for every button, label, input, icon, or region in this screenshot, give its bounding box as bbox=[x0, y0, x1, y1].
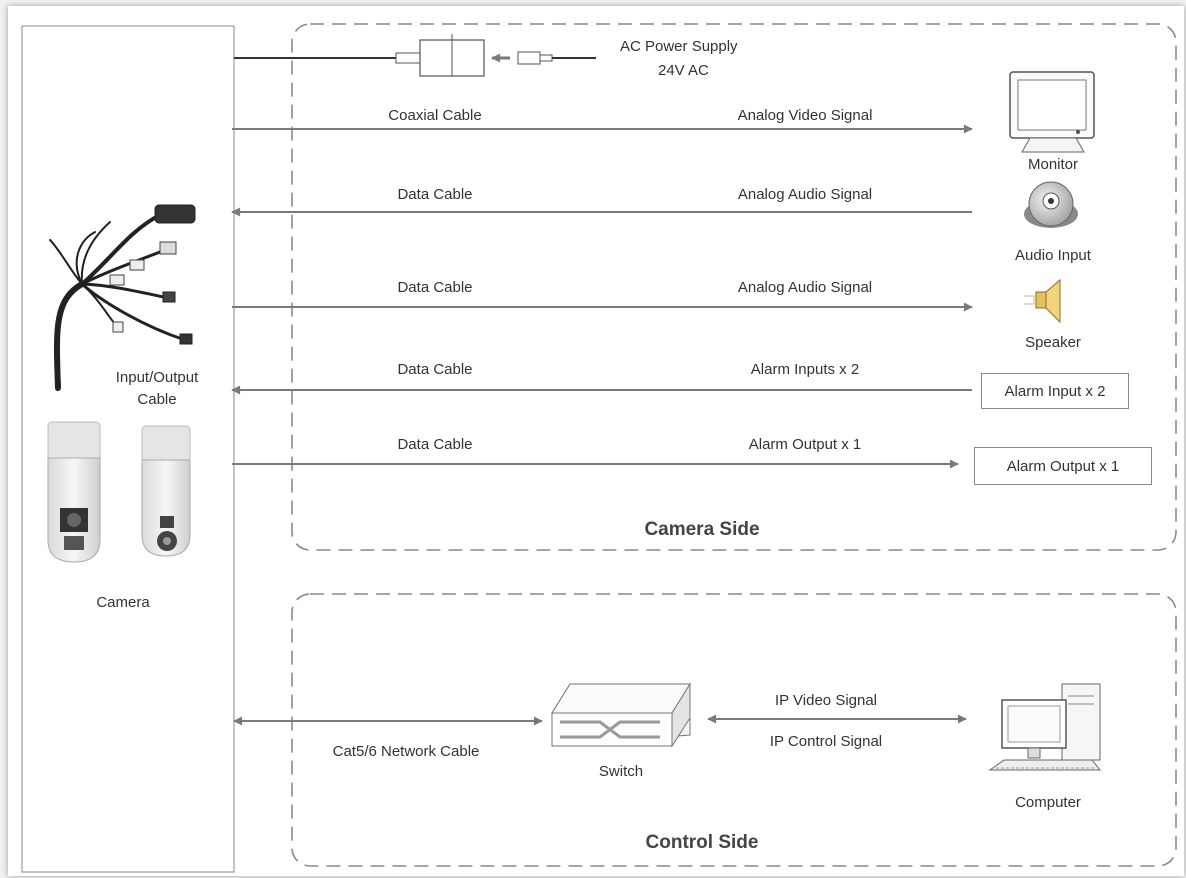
io-cable-label-line1: Input/Output bbox=[115, 369, 199, 386]
power-voltage-label: 24V AC bbox=[658, 62, 709, 79]
signal-label-3: Analog Audio Signal bbox=[737, 279, 873, 296]
camera-side-title: Camera Side bbox=[644, 519, 760, 540]
cable-label-2: Data Cable bbox=[397, 186, 473, 203]
cable-label-4: Data Cable bbox=[397, 361, 473, 378]
computer-label: Computer bbox=[1015, 794, 1081, 811]
monitor-icon bbox=[1009, 71, 1095, 153]
switch-label: Switch bbox=[598, 763, 644, 780]
audio-input-icon bbox=[1024, 181, 1078, 228]
signal-label-2: Analog Audio Signal bbox=[737, 186, 873, 203]
camera-side-region bbox=[291, 23, 1177, 551]
alarm-input-box: Alarm Input x 2 bbox=[981, 373, 1129, 409]
power-supply-label: AC Power Supply bbox=[620, 38, 738, 55]
network-cable-label: Cat5/6 Network Cable bbox=[332, 743, 480, 760]
signal-label-5: Alarm Output x 1 bbox=[748, 436, 862, 453]
cable-label-1: Coaxial Cable bbox=[388, 107, 482, 124]
cable-label-3: Data Cable bbox=[397, 279, 473, 296]
computer-icon bbox=[988, 683, 1102, 771]
io-cable-icon bbox=[49, 204, 196, 391]
device-label-audio-input: Audio Input bbox=[1015, 247, 1091, 264]
speaker-icon bbox=[1024, 278, 1061, 324]
device-label-monitor: Monitor bbox=[1027, 156, 1079, 173]
control-side-region bbox=[291, 593, 1177, 867]
signal-label-1: Analog Video Signal bbox=[737, 107, 873, 124]
signal-label-4: Alarm Inputs x 2 bbox=[750, 361, 860, 378]
alarm-output-box: Alarm Output x 1 bbox=[974, 447, 1152, 485]
camera-2-image bbox=[141, 425, 191, 557]
camera-1-image bbox=[47, 421, 101, 563]
cable-label-5: Data Cable bbox=[397, 436, 473, 453]
device-label-speaker: Speaker bbox=[1025, 334, 1081, 351]
camera-label: Camera bbox=[96, 594, 150, 611]
switch-icon bbox=[551, 682, 691, 748]
control-side-title: Control Side bbox=[645, 832, 759, 853]
ip-control-signal-label: IP Control Signal bbox=[769, 733, 883, 750]
power-adapter-icon bbox=[395, 34, 596, 77]
ip-video-signal-label: IP Video Signal bbox=[774, 692, 878, 709]
io-cable-label-line2: Cable bbox=[137, 391, 177, 408]
